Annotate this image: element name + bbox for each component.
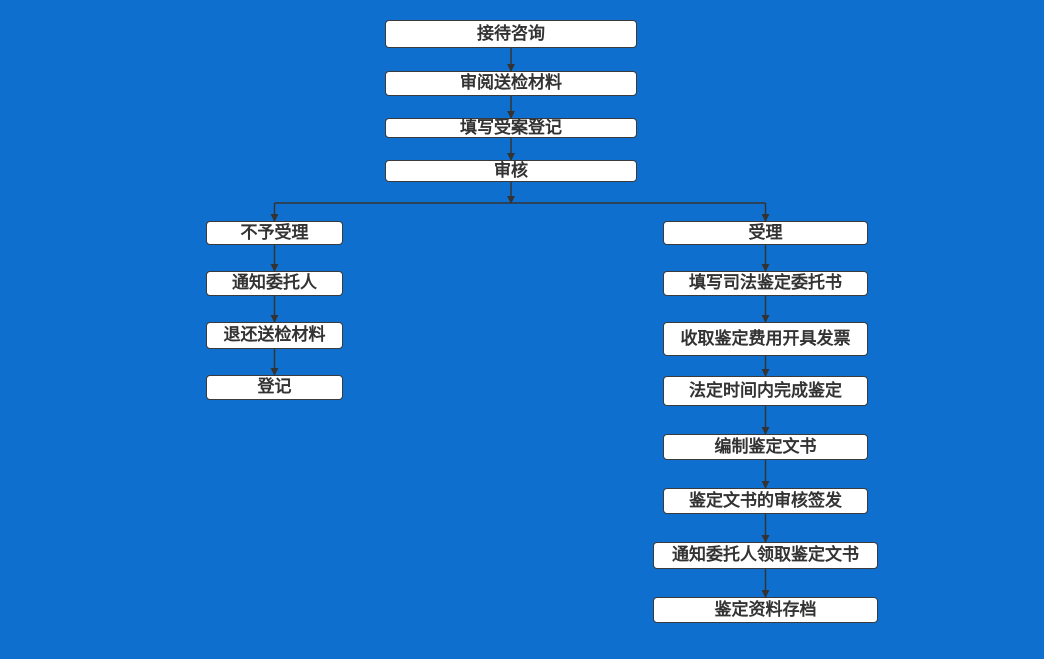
step-reception-consult: 接待咨询: [385, 20, 637, 48]
step-not-accepted: 不予受理: [206, 221, 343, 245]
step-notify-client: 通知委托人: [206, 271, 343, 296]
step-return-materials: 退还送检材料: [206, 322, 343, 349]
step-complete-appraisal: 法定时间内完成鉴定: [663, 376, 868, 406]
step-archive-materials: 鉴定资料存档: [653, 597, 878, 623]
step-case-registration: 填写受案登记: [385, 118, 637, 138]
step-collect-fee-invoice: 收取鉴定费用开具发票: [663, 322, 868, 356]
step-notify-collect-document: 通知委托人领取鉴定文书: [653, 542, 878, 569]
step-accepted: 受理: [663, 221, 868, 245]
step-prepare-document: 编制鉴定文书: [663, 434, 868, 460]
step-audit: 审核: [385, 160, 637, 182]
step-register: 登记: [206, 375, 343, 400]
step-review-issue-document: 鉴定文书的审核签发: [663, 488, 868, 514]
step-fill-commission: 填写司法鉴定委托书: [663, 271, 868, 296]
step-review-materials: 审阅送检材料: [385, 71, 637, 96]
